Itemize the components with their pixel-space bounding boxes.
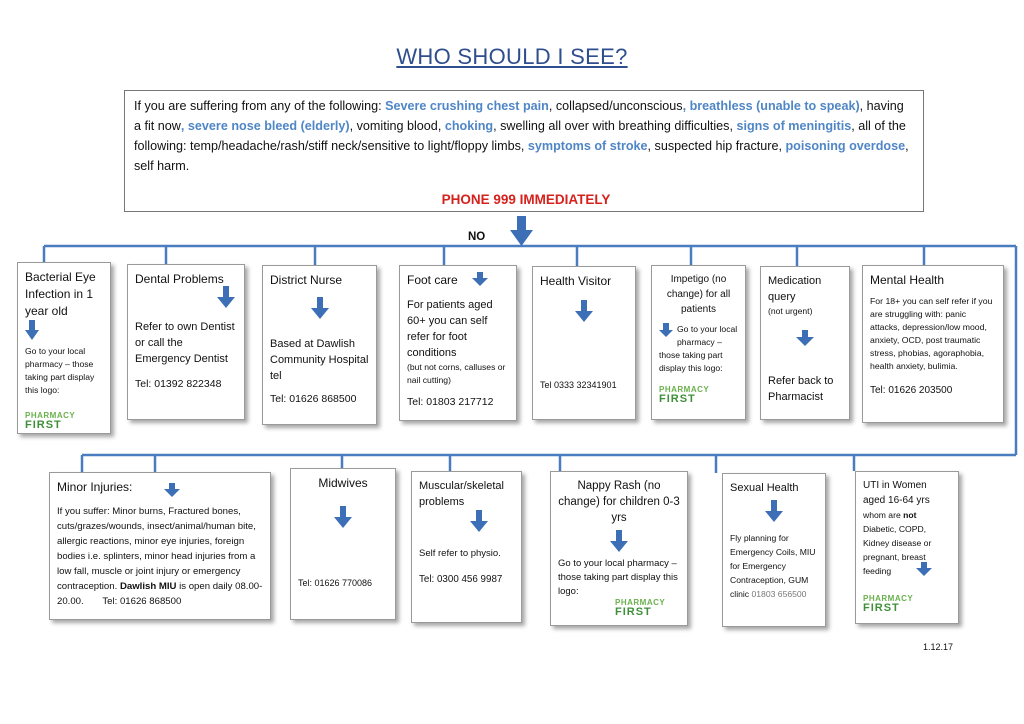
card-impetigo: Impetigo (no change) for all patients Go… (651, 265, 746, 420)
down-arrow-icon (796, 330, 814, 346)
card-mental-health: Mental Health For 18+ you can self refer… (862, 265, 1004, 423)
card-bacterial-eye: Bacterial Eye Infection in 1 year old Go… (17, 262, 111, 434)
card-muscular-skeletal: Muscular/skeletal problems Self refer to… (411, 471, 522, 623)
down-arrow-icon (765, 500, 783, 522)
down-arrow-icon (25, 320, 39, 340)
card-dental: Dental Problems Refer to own Dentist or … (127, 264, 245, 420)
down-arrow-icon (575, 300, 593, 322)
down-arrow-icon (916, 562, 932, 576)
down-arrow-icon (470, 510, 488, 532)
card-foot-care: Foot care For patients aged 60+ you can … (399, 265, 517, 421)
card-health-visitor: Health Visitor Tel 0333 32341901 (532, 266, 636, 420)
page-title: WHO SHOULD I SEE? (396, 44, 628, 69)
down-arrow-icon (659, 323, 673, 337)
main-down-arrow-icon (510, 216, 533, 246)
down-arrow-icon (472, 272, 488, 286)
card-uti-women: UTI in Women aged 16-64 yrs whom are not… (855, 471, 959, 624)
down-arrow-icon (310, 297, 329, 319)
card-medication-query: Medication query (not urgent) Refer back… (760, 266, 850, 420)
card-body: Go to your local pharmacy – those taking… (25, 346, 95, 395)
down-arrow-icon (217, 286, 235, 308)
phone-999-label: PHONE 999 IMMEDIATELY (441, 192, 611, 207)
down-arrow-icon (164, 483, 180, 497)
no-label: NO (468, 231, 486, 243)
card-district-nurse: District Nurse Based at Dawlish Communit… (262, 265, 377, 425)
card-sexual-health: Sexual Health Fly planning for Emergency… (722, 473, 826, 627)
card-title: Bacterial Eye Infection in 1 year old (25, 270, 96, 318)
date-stamp: 1.12.17 (923, 642, 954, 652)
emergency-symptoms-box: If you are suffering from any of the fol… (124, 90, 924, 212)
down-arrow-icon (334, 506, 352, 528)
card-nappy-rash: Nappy Rash (no change) for children 0-3 … (550, 471, 688, 626)
down-arrow-icon (610, 530, 628, 552)
card-midwives: Midwives Tel: 01626 770086 (290, 468, 396, 620)
card-minor-injuries: Minor Injuries: If you suffer: Minor bur… (49, 472, 271, 620)
